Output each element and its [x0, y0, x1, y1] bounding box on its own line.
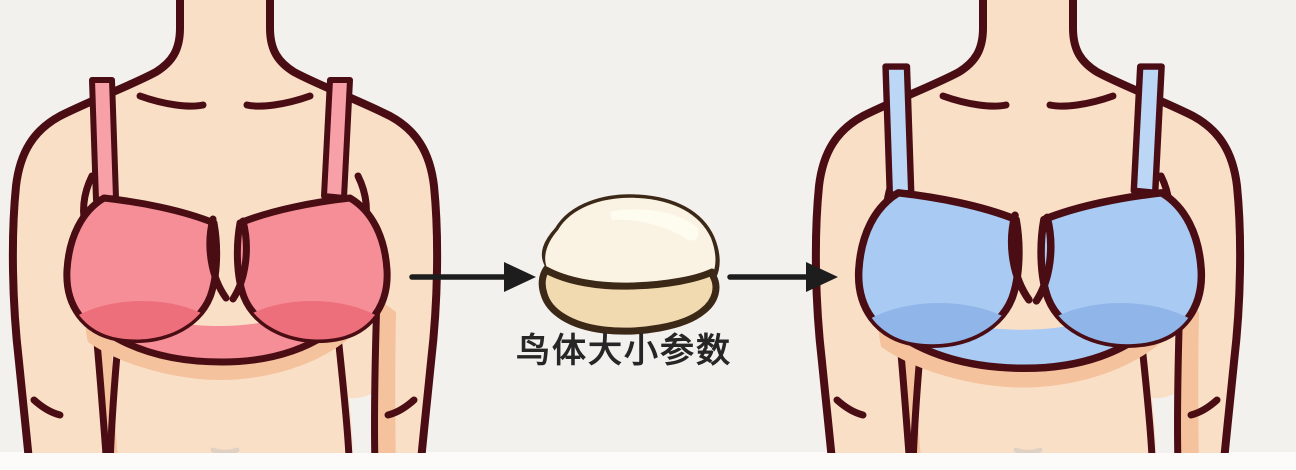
implant-caption: 鸟体大小参数 [516, 332, 732, 370]
before-figure [13, 0, 437, 470]
implant-highlight [610, 209, 699, 241]
arrow-implant-to-after [727, 262, 838, 292]
implant-illustration [538, 194, 720, 335]
implant-divider-line [542, 266, 716, 290]
after-figure [816, 0, 1240, 470]
arrow-head-icon [504, 262, 536, 292]
bottom-cut-strip [0, 453, 1296, 470]
arrow-before-to-implant [409, 262, 536, 292]
arrow-head-icon [806, 262, 838, 292]
